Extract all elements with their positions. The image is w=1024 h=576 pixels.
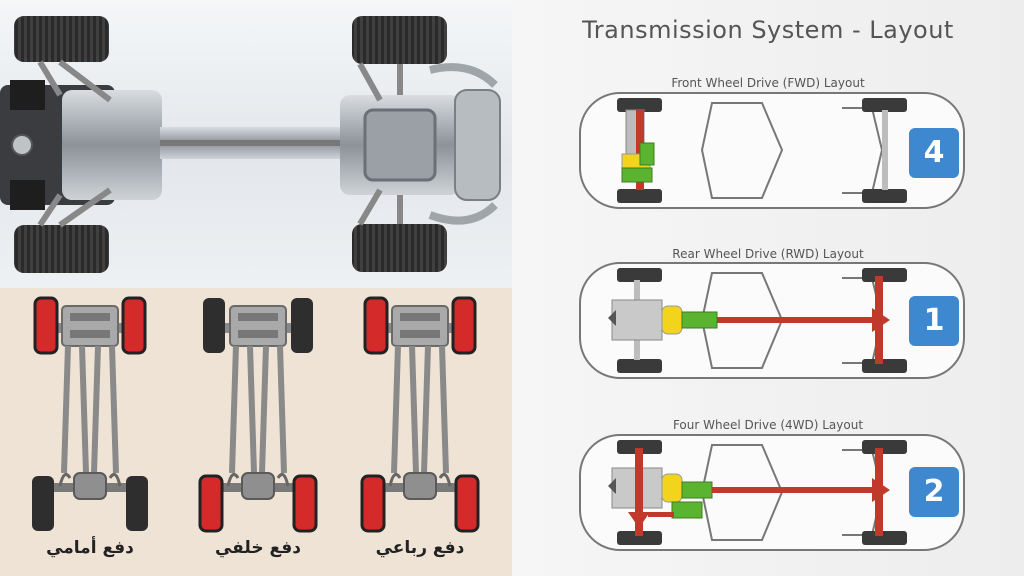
transfer-case (671, 501, 703, 519)
rear-axle (882, 110, 888, 190)
engine-cover (62, 90, 162, 200)
4wd-car-diagram (579, 434, 965, 551)
drive-shaft (717, 317, 882, 323)
front-right-wheel (617, 189, 662, 203)
rwd-badge: 1 (909, 296, 959, 346)
transmission-layouts-panel: Transmission System - Layout Front Wheel… (512, 0, 1024, 576)
rwd-car-diagram (579, 262, 965, 379)
chassis-illustration (0, 16, 501, 273)
rear-differential (872, 478, 890, 502)
clutch (661, 305, 683, 335)
four-wheel-drive-label: دفع رباعي (375, 538, 465, 558)
fwd-car-diagram (579, 92, 965, 209)
drive-wheel (360, 474, 386, 533)
chassis-photo (0, 0, 512, 288)
drive-wheel (33, 296, 59, 355)
rear-right-wheel (862, 359, 907, 373)
front-drive-label: دفع أمامي (46, 538, 134, 558)
rear-right-wheel (862, 189, 907, 203)
front-drive-chassis (32, 296, 148, 531)
diagram-title: Transmission System - Layout (582, 16, 954, 44)
exhaust-muffler (454, 89, 501, 201)
car-body-outline (579, 92, 965, 209)
front-right-wheel (617, 531, 662, 545)
drive-shaft (712, 487, 882, 493)
idle-wheel (203, 298, 225, 353)
front-left-wheel (617, 98, 662, 112)
front-right-wheel (617, 359, 662, 373)
front-left-wheel (617, 440, 662, 454)
windshield-outline (700, 102, 784, 199)
rwd-layout-title: Rear Wheel Drive (RWD) Layout (672, 247, 864, 261)
fwd-badge: 4 (909, 128, 959, 178)
arabic-drive-comparison: دفع أمامي دفع خلفي دفع رباعي (0, 288, 512, 576)
idle-wheel (32, 476, 54, 531)
engine (611, 299, 663, 341)
differential (872, 308, 890, 332)
rear-left-wheel (862, 268, 907, 282)
rear-left-wheel (862, 98, 907, 112)
front-left-wheel (617, 268, 662, 282)
drive-wheel (454, 474, 480, 533)
front-drive-shaft (648, 512, 674, 517)
idle-wheel (291, 298, 313, 353)
drive-wheel (198, 474, 224, 533)
idle-wheel (126, 476, 148, 531)
drive-wheel (363, 296, 389, 355)
four-wheel-drive-chassis (360, 296, 480, 533)
rear-right-tire (352, 224, 447, 272)
gearbox (621, 167, 653, 183)
front-differential (628, 512, 650, 528)
chassis-diagrams (32, 296, 480, 533)
gearbox (681, 481, 713, 499)
front-axle (635, 448, 643, 536)
drive-wheel (292, 474, 318, 533)
brand-logo (11, 134, 33, 156)
rear-right-wheel (862, 531, 907, 545)
drive-wheel (451, 296, 477, 355)
rear-left-wheel (862, 440, 907, 454)
rear-drive-label: دفع خلفي (214, 538, 301, 558)
rear-left-tire (352, 16, 447, 64)
4wd-layout-title: Four Wheel Drive (4WD) Layout (672, 418, 864, 432)
4wd-badge: 2 (909, 467, 959, 517)
rear-drive-chassis (198, 298, 318, 533)
clutch (661, 473, 683, 503)
front-right-tire (14, 225, 109, 273)
drive-wheel (121, 296, 147, 355)
fwd-layout-title: Front Wheel Drive (FWD) Layout (671, 76, 865, 90)
front-left-tire (14, 16, 109, 62)
gearbox (681, 311, 718, 329)
